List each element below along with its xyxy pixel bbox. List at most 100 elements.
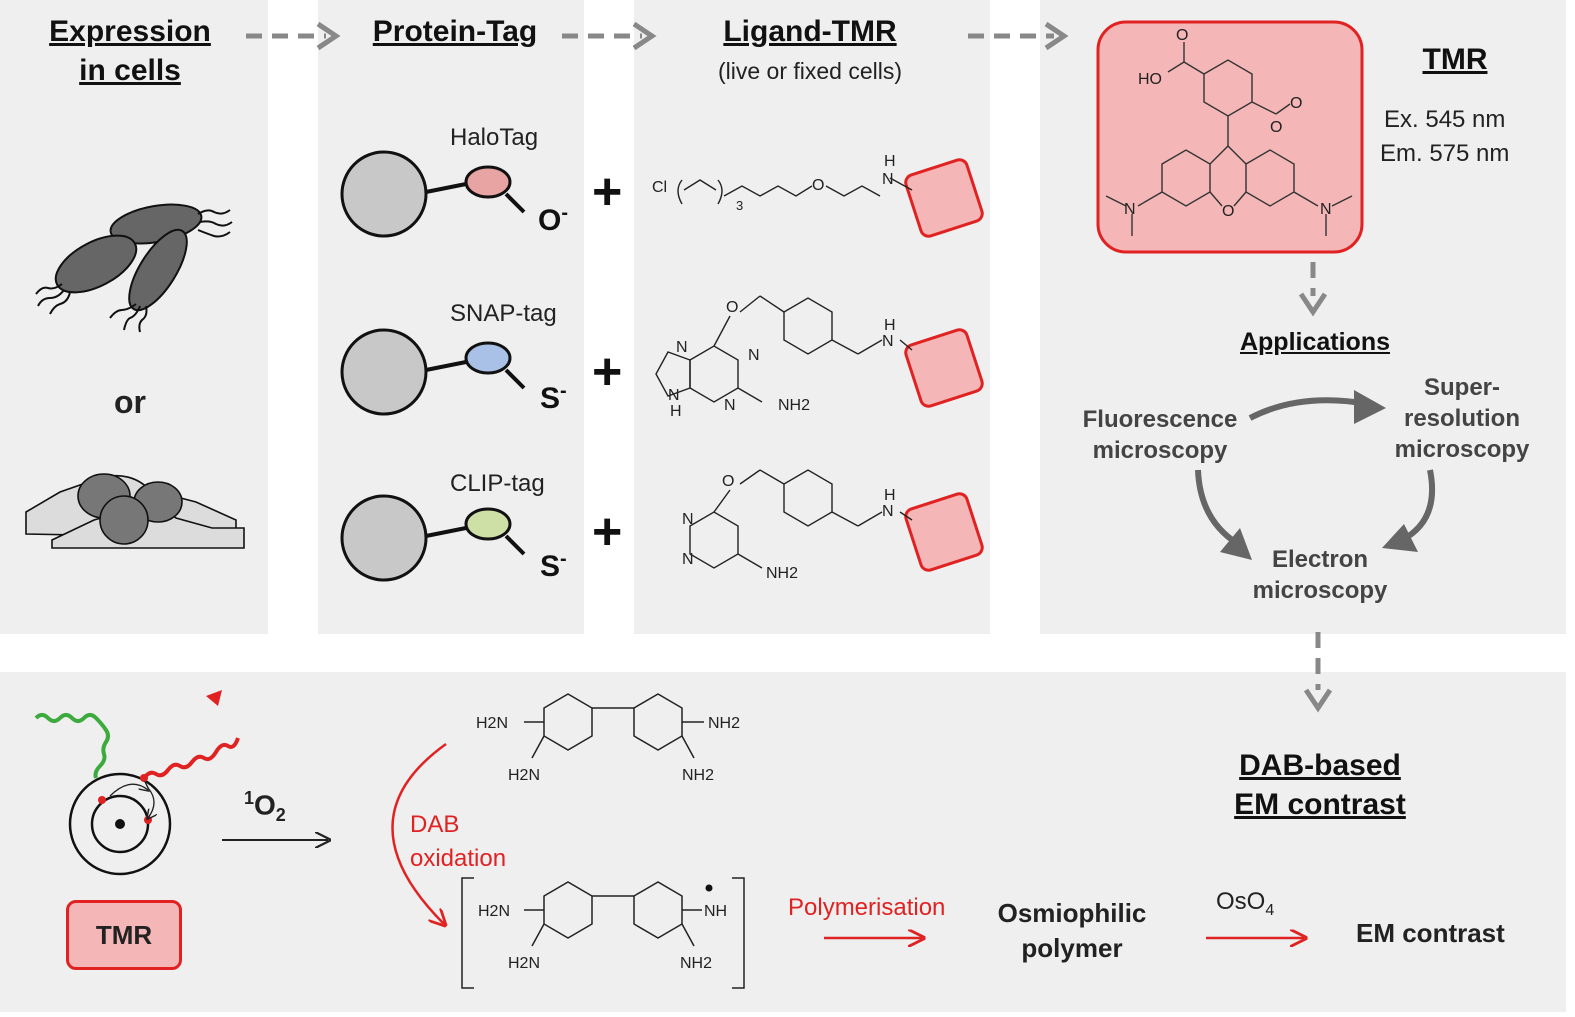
arrowhead-2 xyxy=(632,21,657,51)
tmr-o-minus: O xyxy=(1270,119,1282,136)
radical-dot xyxy=(705,884,713,892)
applications-title: Applications xyxy=(1239,328,1390,356)
construct-halotag xyxy=(340,150,526,238)
super-line1: Super- xyxy=(1423,374,1500,401)
arrow-fluo-to-em xyxy=(1195,469,1240,547)
header-ligand-subtitle: (live or fixed cells) xyxy=(717,58,903,84)
snap-o: O xyxy=(726,299,738,316)
protein-halotag xyxy=(340,150,428,238)
arrowhead-5 xyxy=(1303,688,1333,713)
tmr-o-ring: O xyxy=(1222,203,1234,220)
halo-ligand-structure xyxy=(677,177,913,205)
tag-snaptag xyxy=(464,341,512,375)
head-fluo-super xyxy=(1354,390,1386,424)
outer-orbit xyxy=(68,772,172,876)
emission-arrowhead xyxy=(206,690,222,706)
construct-snaptag xyxy=(340,328,526,416)
singlet-oxygen-sup: 1 xyxy=(244,788,255,808)
singlet-oxygen-letter: O xyxy=(254,789,276,821)
header-expression-line2: in cells xyxy=(79,54,181,87)
tmr-ho: HO xyxy=(1138,71,1162,88)
arrowhead-1 xyxy=(316,21,341,51)
photo-excitation-icon xyxy=(34,690,240,876)
em-contrast-label: EM contrast xyxy=(1356,918,1505,948)
bacterium-2 xyxy=(54,234,138,294)
electron-line1: Electron xyxy=(1271,546,1369,573)
protein-snaptag xyxy=(340,328,428,416)
bacterium-3 xyxy=(128,228,188,312)
electron-transition xyxy=(109,784,148,797)
arrowhead-3 xyxy=(1044,21,1069,51)
panel-dab-contrast xyxy=(0,672,1566,1012)
emission-wave xyxy=(142,737,240,780)
dab-radical-molecule xyxy=(461,877,745,989)
dab-h2n-1: H2N xyxy=(476,715,508,732)
osmiophilic-line2: polymer xyxy=(1021,933,1123,964)
ion-cliptag-letter: S xyxy=(540,550,561,583)
clip-nh-n: N xyxy=(882,503,894,520)
ion-snaptag: S- xyxy=(540,380,567,416)
dab-h2n-2: H2N xyxy=(508,767,540,784)
tmr-box: TMR xyxy=(66,900,182,970)
label-fluorescence-microscopy: Fluorescence microscopy xyxy=(1068,404,1252,466)
oso4-sub: 4 xyxy=(1265,901,1275,919)
label-electron-microscopy: Electron microscopy xyxy=(1236,544,1404,606)
tag-label-cliptag: CLIP-tag xyxy=(450,470,545,497)
snap-n-1: N xyxy=(676,339,688,356)
tag-cliptag xyxy=(464,507,512,541)
clip-n-2: N xyxy=(682,551,694,568)
handle-snaptag xyxy=(504,368,526,390)
applications-cycle xyxy=(1195,397,1436,547)
clip-ligand-labels: O N N NH2 H N xyxy=(682,473,896,582)
clip-ligand-structure xyxy=(689,469,913,569)
polymerisation-label: Polymerisation xyxy=(788,894,946,921)
tmr-emission: Em. 575 nm xyxy=(1380,140,1510,167)
dab-title-line1: DAB-based xyxy=(1239,749,1401,782)
clip-nh2: NH2 xyxy=(766,565,798,582)
tmr-square-halo xyxy=(904,158,984,238)
ion-halotag-charge: - xyxy=(561,202,569,224)
snap-nh-h: H xyxy=(884,317,896,334)
dab-nh2-1: NH2 xyxy=(708,715,740,732)
snap-nh-n: N xyxy=(882,333,894,350)
fluorescence-line2: microscopy xyxy=(1092,437,1228,465)
ligand-tmr-squares xyxy=(904,158,984,572)
plus-cliptag: + xyxy=(592,503,623,561)
nucleus-3 xyxy=(99,495,149,545)
protein-cliptag xyxy=(340,494,428,582)
tag-halotag xyxy=(464,165,512,199)
radical-h2n-2: H2N xyxy=(508,955,540,972)
dab-oxidation-label: DAB oxidation xyxy=(410,808,506,875)
ion-cliptag-charge: - xyxy=(560,548,567,570)
clip-o: O xyxy=(722,473,734,490)
tmr-molecule-labels: HO O O O O N N xyxy=(1124,27,1332,220)
header-tmr: TMR xyxy=(1422,43,1488,76)
radical-nh2: NH2 xyxy=(680,955,712,972)
halo-ligand-labels: Cl 3 O H N xyxy=(652,153,896,213)
plus-halotag: + xyxy=(592,163,623,221)
tmr-n-right: N xyxy=(1320,201,1332,218)
osmiophilic-polymer-label: Osmiophilic polymer xyxy=(988,896,1156,966)
excitation-wave xyxy=(34,713,110,779)
electron-1 xyxy=(98,796,106,804)
halo-n3: 3 xyxy=(736,198,743,213)
tmr-o-top: O xyxy=(1176,27,1188,44)
dab-radical-labels: H2N H2N NH NH2 xyxy=(478,903,727,972)
tmr-molecule-box xyxy=(1096,20,1364,254)
halo-nh: H xyxy=(884,153,896,170)
fluorescence-line1: Fluorescence xyxy=(1082,406,1238,433)
head-fluo-em xyxy=(1220,528,1252,560)
halo-n: N xyxy=(882,171,894,188)
arrowhead-4 xyxy=(1298,292,1328,317)
dab-oxidation-line1: DAB xyxy=(410,811,460,838)
snap-h: H xyxy=(670,403,682,420)
bacteria-icon xyxy=(35,203,233,333)
tmr-n-left: N xyxy=(1124,201,1136,218)
head-super-em xyxy=(1382,524,1418,552)
clip-nh-h: H xyxy=(884,487,896,504)
or-label: or xyxy=(114,384,146,420)
oso4-label: OsO4 xyxy=(1216,888,1274,920)
tag-label-snaptag: SNAP-tag xyxy=(450,300,557,327)
tag-constructs xyxy=(340,150,526,582)
